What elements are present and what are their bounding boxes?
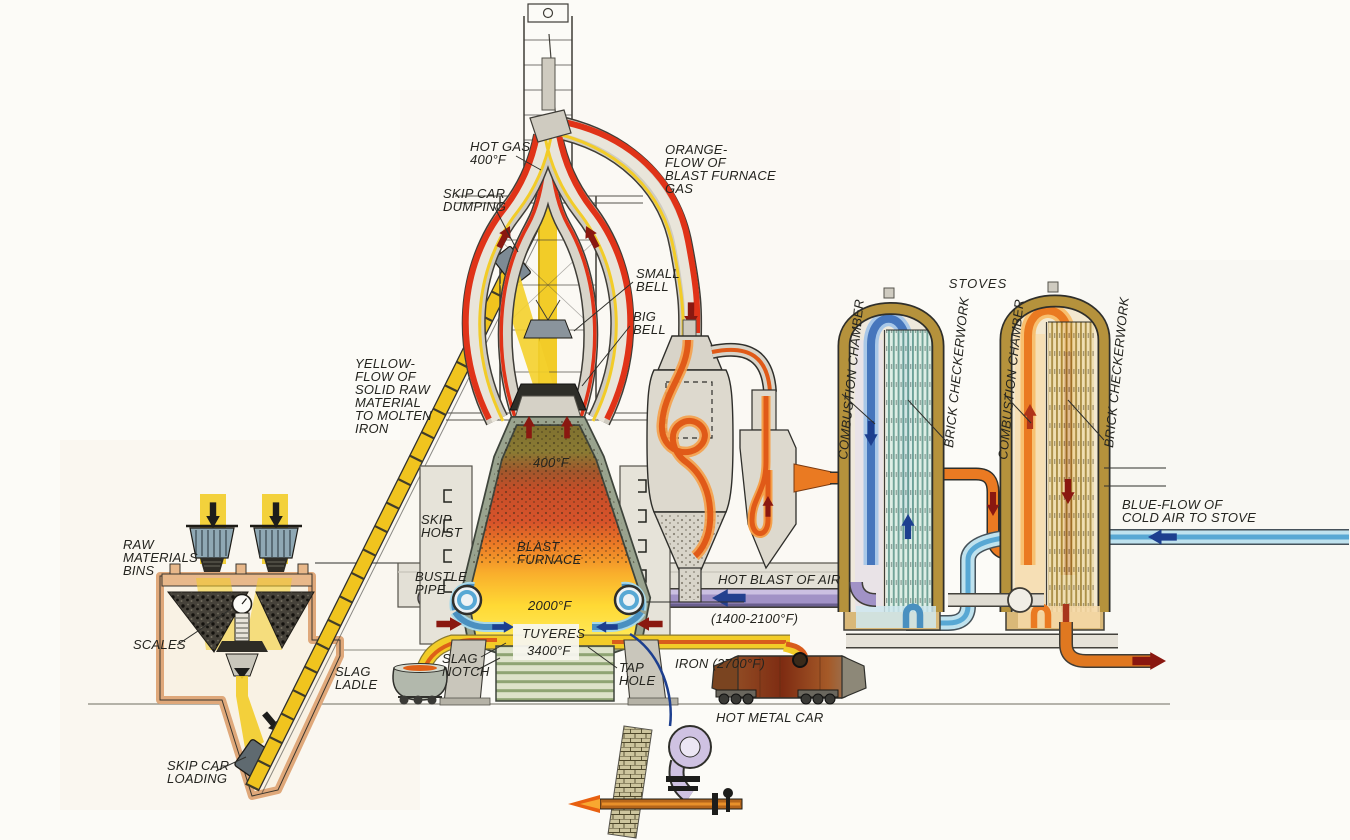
stove-2 — [999, 281, 1111, 631]
label-hot-blast: HOT BLAST OF AIR — [718, 572, 840, 587]
label-board — [513, 624, 579, 660]
label-bustle-pipe: BUSTLE PIPE — [415, 569, 471, 597]
ore-pile — [166, 591, 249, 653]
rail-post — [297, 563, 309, 575]
stove-connections — [849, 467, 1166, 670]
bustle-pipe-tuyeres — [436, 581, 663, 633]
raw-materials-assembly — [156, 494, 344, 800]
label-blast-furnace: BLAST FURNACE — [517, 539, 582, 567]
bleeder-pipe — [541, 57, 556, 111]
bin-housing-outline — [159, 575, 341, 797]
label-stoves: STOVES — [949, 276, 1008, 291]
label-skip-car-loading: SKIP CAR LOADING — [167, 758, 233, 786]
label-raw-materials-bins: RAW MATERIALS BINS — [123, 537, 202, 578]
rail-post — [235, 563, 247, 575]
stove-1 — [837, 287, 945, 631]
rail-post — [169, 563, 181, 575]
label-slag-ladle: SLAG LADLE — [335, 664, 378, 692]
label-iron-temp: IRON (2700°F) — [675, 656, 765, 671]
ore-pile — [255, 591, 315, 650]
label-tuyeres: TUYERES — [522, 626, 585, 641]
tuyere-leader-line — [629, 632, 672, 727]
brick-checkerwork-1-cavity — [886, 330, 932, 612]
label-tuyeres-temp: 3400°F — [527, 643, 571, 658]
brick-checkerwork-2-cavity — [1048, 322, 1094, 612]
label-stack-temp: 400°F — [533, 455, 570, 470]
dust-catcher — [640, 319, 744, 603]
label-blue-flow: BLUE-FLOW OF COLD AIR TO STOVE — [1122, 497, 1256, 525]
label-small-bell: SMALL BELL — [636, 266, 684, 294]
label-skip-hoist: SKIP HOIST — [421, 512, 463, 540]
labels: HOT GAS 400°F SKIP CAR DUMPING ORANGE- F… — [123, 139, 1256, 786]
shut-off-flange — [1007, 587, 1033, 613]
small-bell-shape — [523, 319, 573, 339]
label-big-bell: BIG BELL — [633, 309, 666, 337]
gas-uptakes-downcomer — [466, 109, 698, 421]
label-hot-metal-car: HOT METAL CAR — [716, 710, 824, 725]
gas-washer-cyclone — [710, 342, 797, 570]
label-skip-car-dumping: SKIP CAR DUMPING — [443, 186, 509, 214]
label-yellow-flow: YELLOW- FLOW OF SOLID RAW MATERIAL TO MO… — [355, 356, 436, 436]
leader-lines — [176, 155, 1105, 772]
car-hatch — [792, 652, 808, 668]
slag-ladle-car — [392, 663, 448, 705]
tuyere-inset — [568, 632, 743, 839]
label-hot-blast-temp: (1400-2100°F) — [711, 611, 798, 626]
label-scales: SCALES — [133, 637, 186, 652]
label-tap-hole: TAP HOLE — [619, 660, 655, 688]
raw-material-flow — [236, 696, 264, 754]
label-orange-flow: ORANGE- FLOW OF BLAST FURNACE GAS — [665, 142, 780, 196]
label-bosh-temp: 2000°F — [527, 598, 572, 613]
furnace-wall-section — [607, 725, 653, 839]
label-hot-gas: HOT GAS 400°F — [470, 139, 534, 167]
raw-material-bin — [186, 524, 238, 572]
scales-device — [216, 593, 268, 696]
label-slag-notch: SLAG NOTCH — [442, 651, 490, 679]
hot-metal-car — [711, 652, 867, 705]
